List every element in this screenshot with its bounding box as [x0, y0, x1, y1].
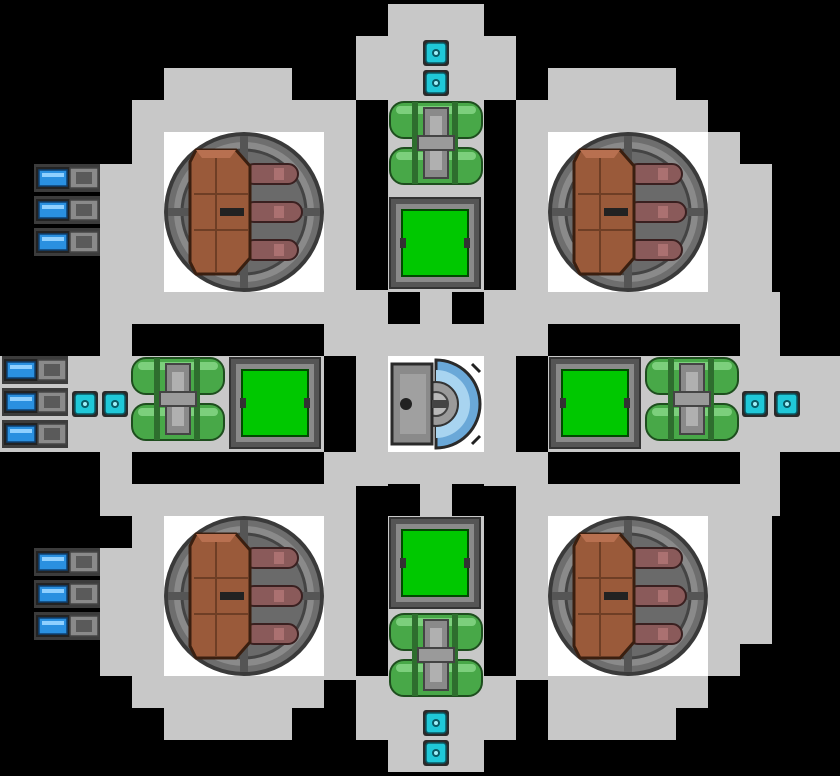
cyan-connector-icon[interactable]	[741, 390, 769, 418]
blue-engine-icon[interactable]	[33, 547, 101, 577]
turret-icon[interactable]	[546, 514, 710, 678]
blue-engine-icon[interactable]	[33, 227, 101, 257]
turret-icon[interactable]	[162, 514, 326, 678]
blue-engine-icon[interactable]	[33, 195, 101, 225]
blue-engine-icon[interactable]	[1, 355, 69, 385]
blue-engine-icon[interactable]	[33, 163, 101, 193]
blue-engine-icon[interactable]	[33, 579, 101, 609]
cyan-connector-icon[interactable]	[71, 390, 99, 418]
turret-icon[interactable]	[162, 130, 326, 294]
hull-voids	[100, 100, 740, 676]
blue-engine-icon[interactable]	[1, 387, 69, 417]
cyan-connector-icon[interactable]	[422, 39, 450, 67]
reactor-core-icon[interactable]	[390, 358, 482, 450]
cyan-connector-icon[interactable]	[422, 739, 450, 767]
green-pad-icon[interactable]	[389, 197, 481, 289]
cyan-connector-icon[interactable]	[101, 390, 129, 418]
cyan-connector-icon[interactable]	[422, 709, 450, 737]
green-pad-icon[interactable]	[389, 517, 481, 609]
cyan-connector-icon[interactable]	[773, 390, 801, 418]
blue-engine-icon[interactable]	[1, 419, 69, 449]
green-pad-icon[interactable]	[549, 357, 641, 449]
blue-engine-icon[interactable]	[33, 611, 101, 641]
cyan-connector-icon[interactable]	[422, 69, 450, 97]
green-pad-icon[interactable]	[229, 357, 321, 449]
turret-icon[interactable]	[546, 130, 710, 294]
